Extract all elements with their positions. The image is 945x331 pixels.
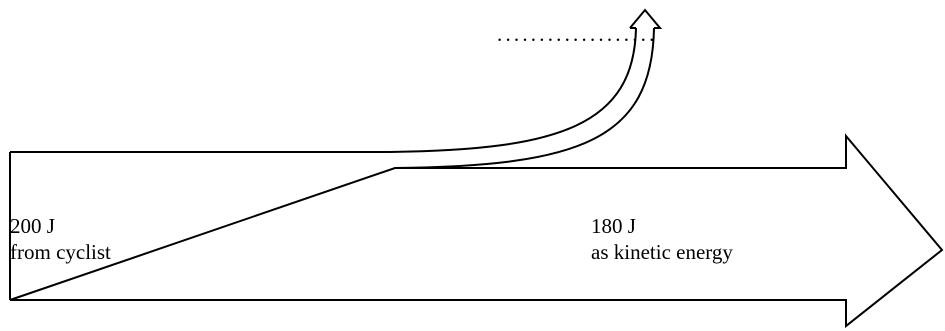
- branch-arrow-head: [629, 8, 663, 29]
- input-energy-value: 200 J: [10, 214, 55, 238]
- input-energy-label: 200 J from cyclist: [10, 213, 111, 265]
- branch-arrow-outer: [389, 27, 637, 153]
- wasted-energy-answer-blank: ...................: [497, 22, 658, 46]
- main-energy-arrow: [9, 133, 944, 329]
- output-energy-label: 180 J as kinetic energy: [591, 213, 733, 265]
- input-energy-source: from cyclist: [10, 240, 111, 264]
- output-energy-form: as kinetic energy: [591, 240, 733, 264]
- output-energy-value: 180 J: [591, 214, 636, 238]
- branch-arrow-inner: [394, 27, 655, 169]
